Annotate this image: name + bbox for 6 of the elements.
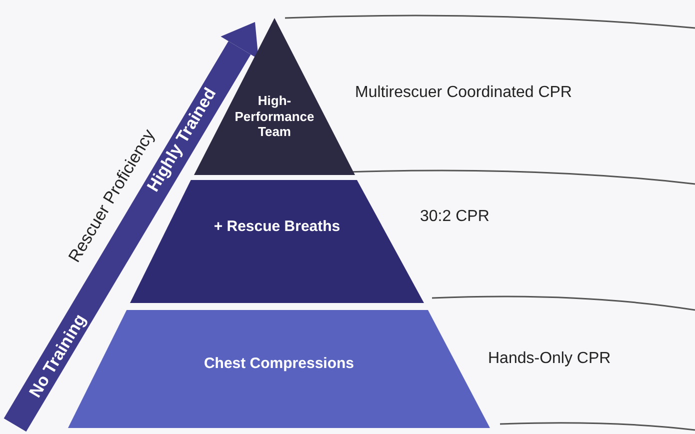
tier-description: Multirescuer Coordinated CPR [355, 84, 572, 102]
tier-label: High-Performance Team [234, 93, 316, 140]
tier-label: + Rescue Breaths [214, 218, 340, 236]
tier-description: Hands-Only CPR [488, 350, 611, 368]
tier-description: 30:2 CPR [420, 208, 490, 226]
tier-label: Chest Compressions [204, 355, 354, 373]
